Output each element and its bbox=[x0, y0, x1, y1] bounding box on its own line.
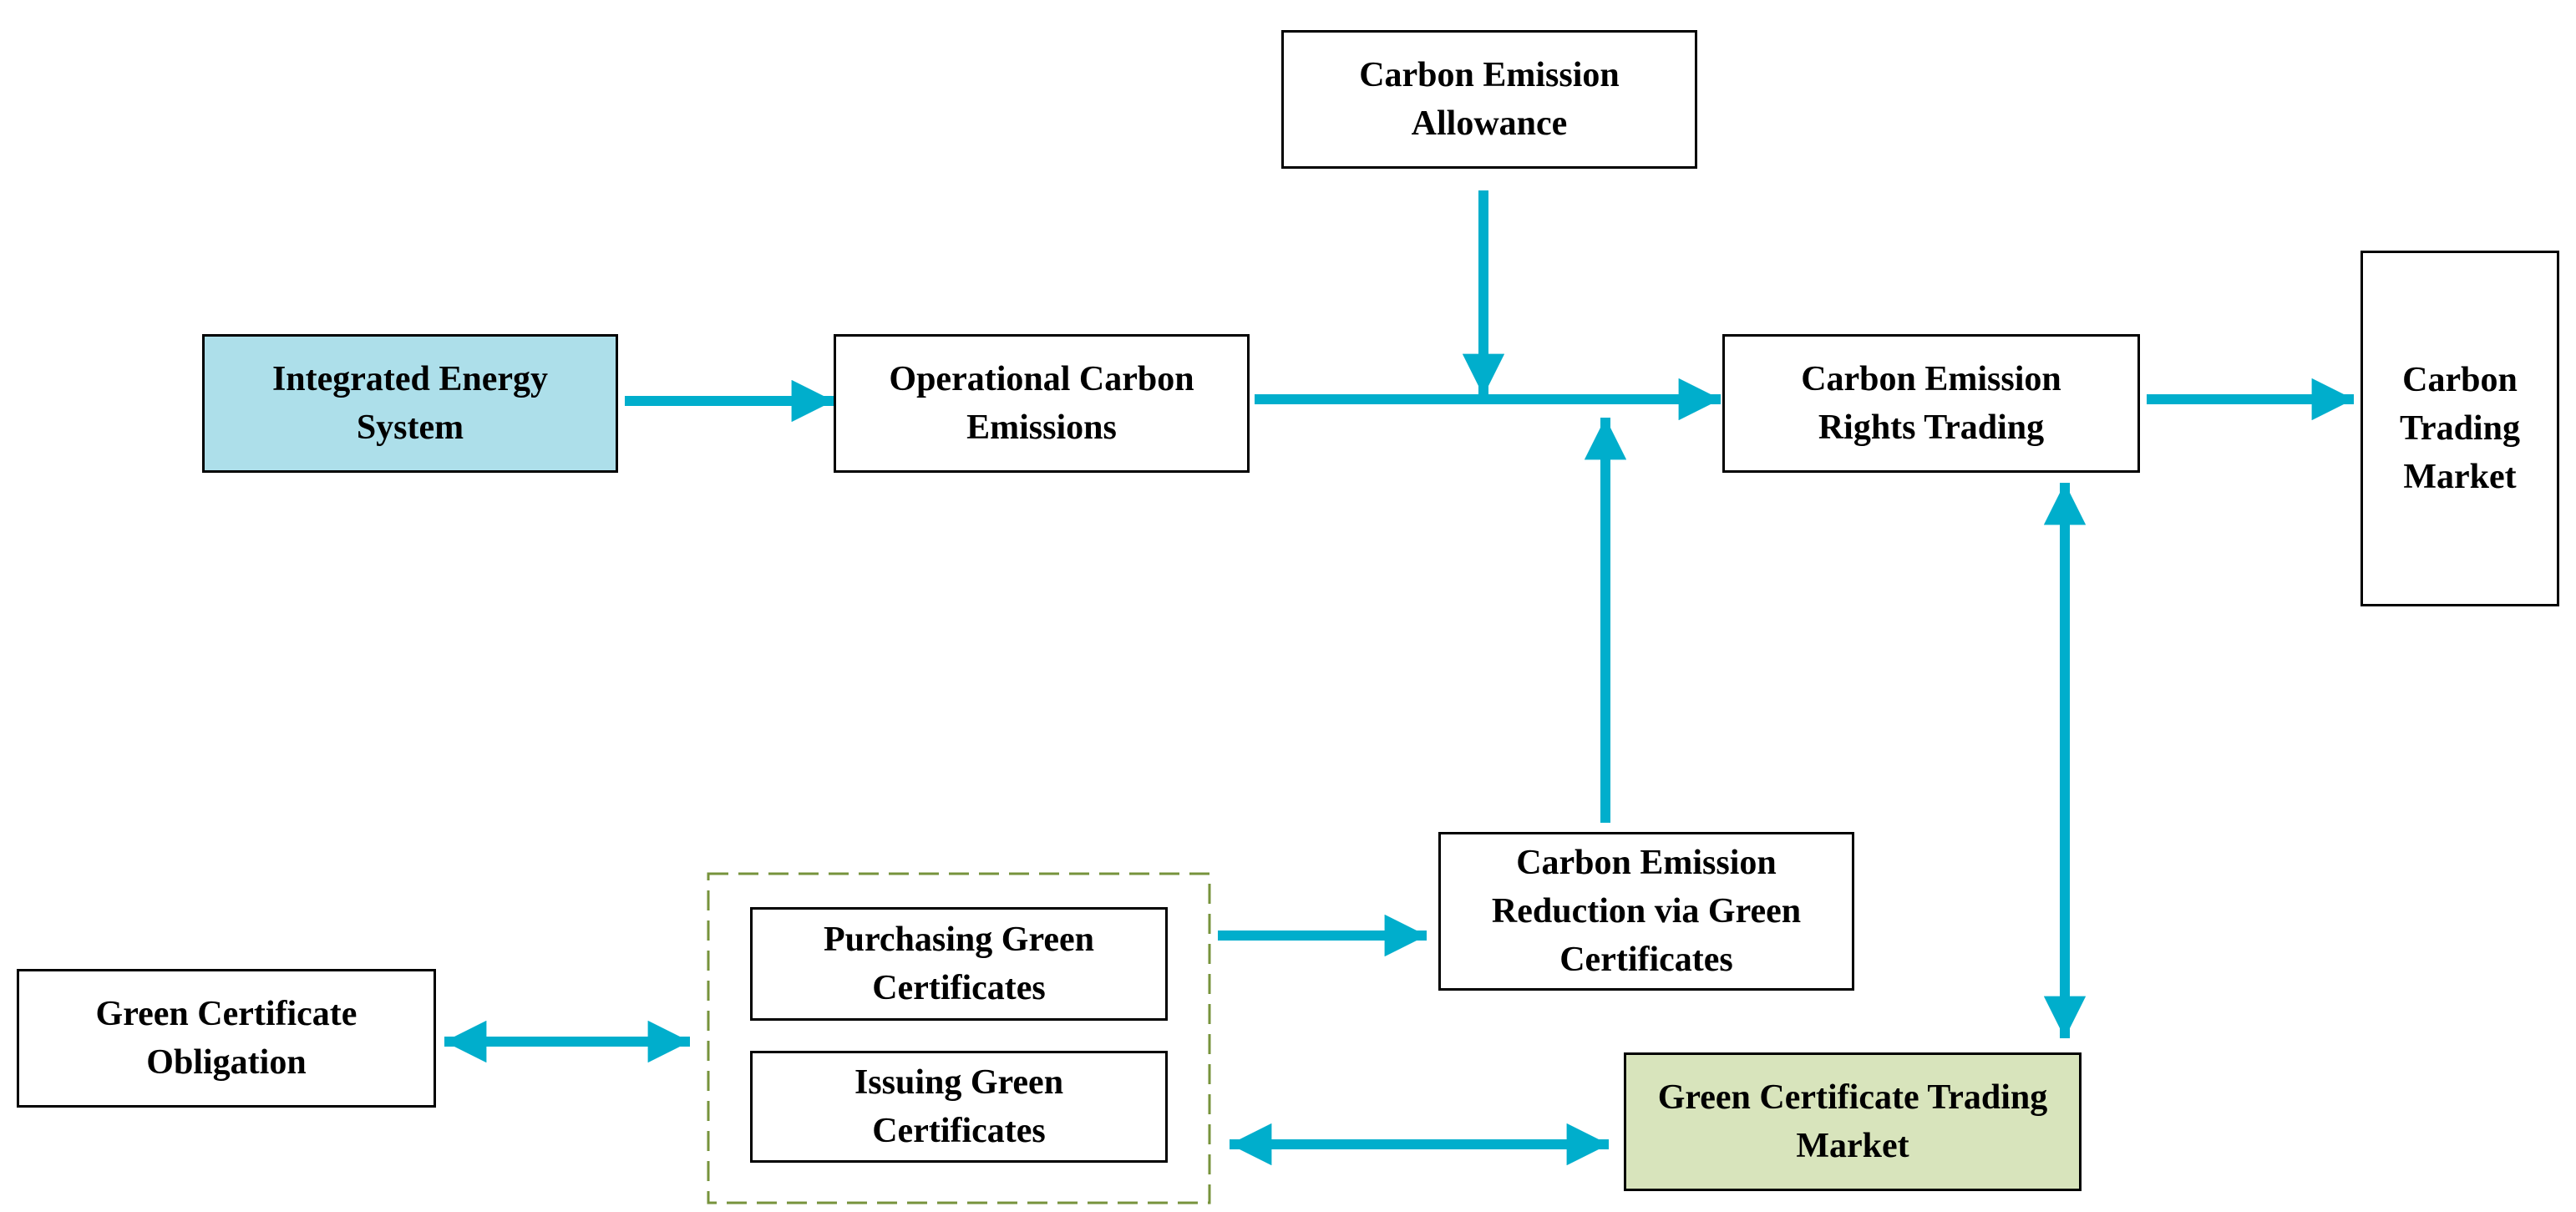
issuing-green-certificates-box: Issuing Green Certificates bbox=[750, 1051, 1168, 1163]
green-certificate-trading-market-box: Green Certificate Trading Market bbox=[1624, 1052, 2082, 1191]
carbon-emission-reduction-box: Carbon Emission Reduction via Green Cert… bbox=[1438, 832, 1854, 991]
operational-carbon-emissions-box: Operational Carbon Emissions bbox=[834, 334, 1250, 473]
purchasing-green-certificates-box: Purchasing Green Certificates bbox=[750, 907, 1168, 1021]
integrated-energy-system-box: Integrated Energy System bbox=[202, 334, 618, 473]
green-certificate-group-border bbox=[707, 872, 1211, 1204]
carbon-emission-rights-trading-box: Carbon Emission Rights Trading bbox=[1722, 334, 2140, 473]
carbon-emission-allowance-box: Carbon Emission Allowance bbox=[1281, 30, 1697, 169]
carbon-trading-market-box: Carbon Trading Market bbox=[2360, 251, 2559, 606]
green-certificate-obligation-box: Green Certificate Obligation bbox=[17, 969, 436, 1108]
